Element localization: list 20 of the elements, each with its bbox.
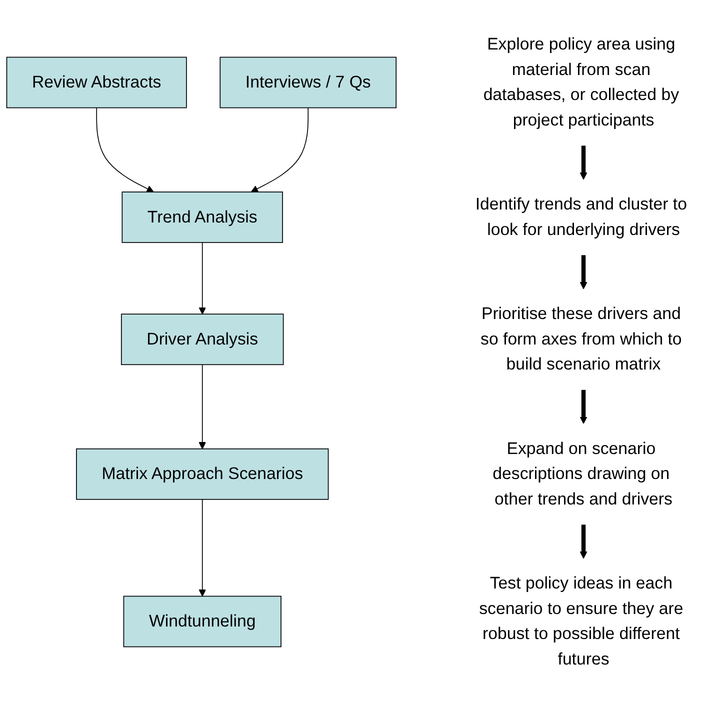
node-box: Review Abstracts <box>6 56 187 108</box>
arrow <box>198 242 206 314</box>
node-box: Driver Analysis <box>120 314 284 366</box>
arrow <box>580 390 588 424</box>
node-text: Identify trends and cluster to look for underlying drivers <box>475 195 687 240</box>
node-text: Test policy ideas in each scenario to ensure they are robust to possible different futures <box>479 574 684 669</box>
node-box: Interviews / 7 Qs <box>220 56 397 108</box>
arrow <box>198 498 206 597</box>
arrow <box>250 107 309 192</box>
node-box: Windtunneling <box>123 596 282 648</box>
arrow <box>198 364 206 450</box>
arrow <box>580 524 588 559</box>
arrow <box>580 255 588 290</box>
node-box: Matrix Approach Scenarios <box>76 448 329 500</box>
arrow <box>96 107 154 192</box>
node-text: Expand on scenario descriptions drawing on other trends and drivers <box>492 440 672 509</box>
node-text: Explore policy area using material from scan databases, or collected by project participants <box>483 35 680 130</box>
arrow <box>580 146 588 180</box>
node-text: Prioritise these drivers and so form axes from which to build scenario matrix <box>480 304 682 374</box>
node-box: Trend Analysis <box>122 192 283 243</box>
